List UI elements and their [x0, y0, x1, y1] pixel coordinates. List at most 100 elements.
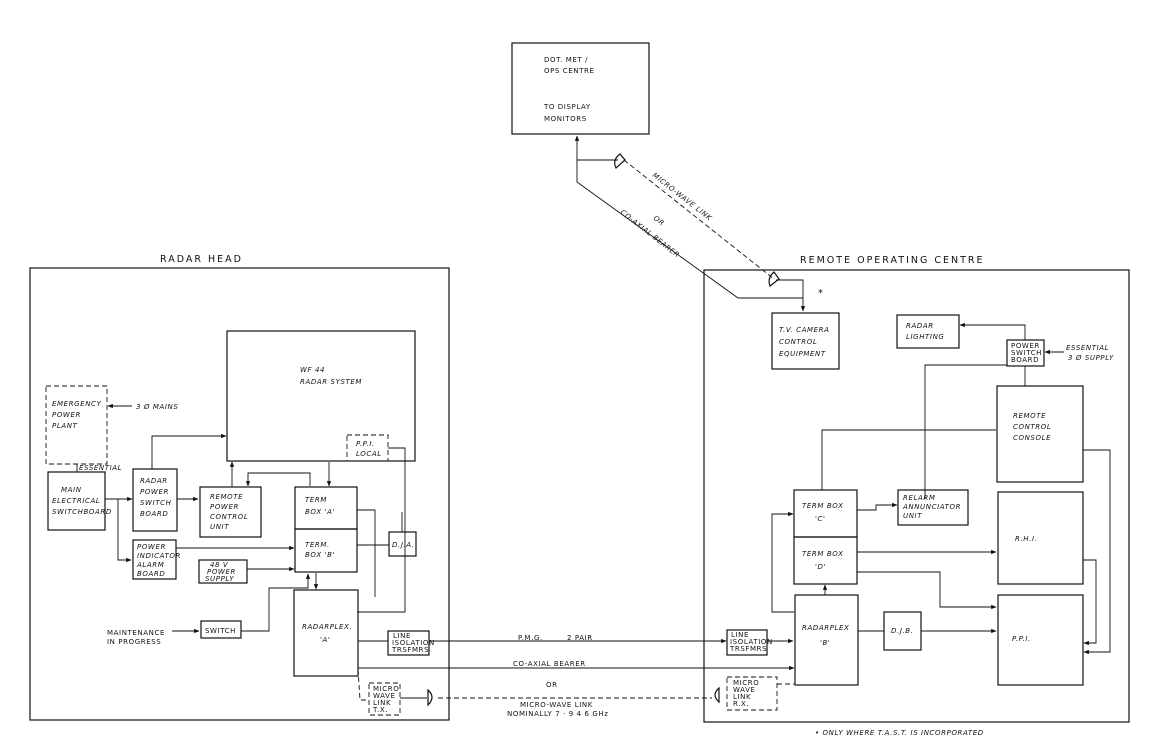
maintenance-label-line1: MAINTENANCE: [107, 629, 165, 637]
dish-antenna-remote-icon: [768, 271, 780, 287]
svg-text:TERM BOX: TERM BOX: [802, 502, 844, 510]
svg-text:WF 44: WF 44: [300, 366, 325, 374]
or-label-top: OR: [652, 214, 666, 227]
svg-text:ELECTRICAL: ELECTRICAL: [52, 497, 100, 505]
line-isolation-remote-box: LINE ISOLATION TRSFMRS: [726, 629, 773, 656]
svg-text:ANNUNCIATOR: ANNUNCIATOR: [902, 503, 961, 511]
svg-text:POWER: POWER: [52, 411, 81, 419]
svg-text:LINK: LINK: [733, 693, 751, 701]
switch-to-term-b: [241, 573, 311, 632]
svg-text:CONSOLE: CONSOLE: [1013, 434, 1051, 442]
svg-text:UNIT: UNIT: [903, 512, 922, 520]
svg-text:BOARD: BOARD: [140, 510, 168, 518]
term-a-right: [357, 509, 376, 597]
svg-text:POWER: POWER: [1011, 342, 1040, 350]
remote-control-console-box: REMOTE CONTROL CONSOLE: [996, 385, 1084, 483]
svg-text:ISOLATION: ISOLATION: [730, 638, 773, 646]
main-switchboard-box: MAIN ELECTRICAL SWITCHBOARD: [47, 471, 111, 531]
line-isolation-radar-head-box: LINE ISOLATION TRSFMRS: [387, 630, 435, 656]
svg-text:PLANT: PLANT: [52, 422, 78, 430]
radarplex-a-box: RADARPLEX. 'A': [293, 589, 359, 677]
svg-text:D.J.B.: D.J.B.: [891, 627, 914, 635]
term-c-to-relarm: [857, 502, 898, 511]
svg-text:MAIN: MAIN: [61, 486, 82, 494]
svg-text:MONITORS: MONITORS: [544, 115, 587, 123]
svg-text:TRSFMRS: TRSFMRS: [391, 646, 429, 654]
microwave-link-dashed: [623, 159, 775, 280]
svg-text:SWITCH: SWITCH: [1011, 349, 1042, 357]
remote-centre-frame: [703, 269, 1130, 723]
power-indicator-alarm-board-box: POWER INDICATOR ALARM BOARD: [132, 539, 181, 580]
term-a-to-rpcu: [245, 472, 311, 487]
switch-box: SWITCH: [200, 620, 242, 639]
rhi-display-box: R.H.I.: [997, 491, 1084, 585]
svg-text:MICRO: MICRO: [373, 685, 399, 693]
ppi-local-right: [357, 447, 406, 613]
ppi-display-box: P.P.I.: [997, 594, 1084, 686]
svg-text:RELARM: RELARM: [903, 494, 935, 502]
term-d-to-ppi: [857, 571, 997, 610]
svg-text:T.X.: T.X.: [372, 706, 388, 714]
svg-text:CONTROL: CONTROL: [779, 338, 817, 346]
svg-text:TERM.: TERM.: [305, 541, 330, 549]
radar-power-switch-board-box: RADAR POWER SWITCH BOARD: [132, 468, 178, 532]
tv-camera-control-equipment-box: T.V. CAMERA CONTROL EQUIPMENT: [771, 312, 840, 370]
microwave-link-label-bottom: MICRO-WAVE LINK: [520, 701, 593, 709]
svg-text:INDICATOR: INDICATOR: [137, 552, 181, 560]
radarplex-b-box: RADARPLEX 'B': [794, 594, 859, 686]
svg-text:'C': 'C': [815, 515, 826, 523]
svg-text:POWER: POWER: [207, 568, 236, 576]
essential-supply-label-2: 3 Ø SUPPLY: [1068, 354, 1114, 362]
psb-to-radar-lighting: [959, 322, 1026, 340]
dish-antenna-tx-icon: [427, 688, 433, 707]
coaxial-bearer-label-top: CO-AXIAL BEARER: [619, 208, 681, 259]
svg-text:RADARPLEX: RADARPLEX: [802, 624, 849, 632]
power-switch-board-remote-box: POWER SWITCH BOARD: [1006, 339, 1045, 367]
rhi-to-ppi: [1083, 559, 1097, 646]
svg-text:'B': 'B': [820, 639, 830, 647]
svg-text:ISOLATION: ISOLATION: [392, 639, 435, 647]
essential-supply-label-1: ESSENTIAL: [1066, 344, 1109, 352]
term-box-d: TERM BOX 'D': [793, 536, 858, 585]
svg-text:TERM BOX: TERM BOX: [802, 550, 844, 558]
emergency-power-plant-box: EMERGENCY POWER PLANT: [45, 385, 108, 465]
svg-text:P.P.I.: P.P.I.: [1012, 635, 1031, 643]
svg-text:TRSFMRS: TRSFMRS: [729, 645, 767, 653]
svg-text:SUPPLY: SUPPLY: [205, 575, 234, 583]
tast-asterisk: *: [818, 288, 824, 299]
console-to-term-c: [821, 429, 996, 490]
svg-text:T.V. CAMERA: T.V. CAMERA: [779, 326, 830, 334]
dish-antenna-top-icon: [614, 153, 626, 169]
svg-text:POWER: POWER: [137, 543, 166, 551]
ppi-local-box: P.P.I. LOCAL: [346, 434, 389, 462]
svg-text:LIGHTING: LIGHTING: [906, 333, 944, 341]
microwave-link-tx-box: MICRO WAVE LINK T.X.: [368, 682, 401, 716]
svg-text:CONTROL: CONTROL: [210, 513, 248, 521]
djb-box: D.J.B.: [883, 611, 922, 651]
svg-text:P.P.I.: P.P.I.: [356, 440, 375, 448]
svg-text:OPS CENTRE: OPS CENTRE: [544, 67, 595, 75]
two-pair-label: 2 PAIR: [567, 634, 593, 642]
svg-text:SWITCH: SWITCH: [205, 627, 236, 635]
svg-text:LINE: LINE: [731, 631, 749, 639]
svg-text:BOX 'B': BOX 'B': [305, 551, 335, 559]
main-to-power-indicator: [117, 499, 132, 563]
footnote-tast: • ONLY WHERE T.A.S.T. IS INCORPORATED: [815, 729, 984, 737]
console-right-down: [1083, 449, 1111, 655]
svg-text:D.J.A.: D.J.A.: [392, 541, 415, 549]
coaxial-path-ops: [574, 135, 806, 312]
remote-operating-centre-title: REMOTE OPERATING CENTRE: [800, 255, 985, 266]
svg-text:WAVE: WAVE: [733, 686, 756, 694]
svg-text:BOARD: BOARD: [137, 570, 165, 578]
microwave-link-rx-box: MICRO WAVE LINK R.X.: [726, 676, 778, 711]
term-box-b: TERM. BOX 'B': [294, 528, 358, 573]
svg-text:REMOTE: REMOTE: [210, 493, 243, 501]
radar-head-title: RADAR HEAD: [160, 254, 243, 265]
three-phase-mains-label: 3 Ø MAINS: [136, 403, 178, 411]
svg-text:LINK: LINK: [373, 699, 391, 707]
term-box-c: TERM BOX 'C': [793, 489, 858, 538]
svg-text:BOX 'A': BOX 'A': [305, 508, 335, 516]
pmg-label: P.M.G.: [518, 634, 543, 642]
svg-text:POWER: POWER: [140, 488, 169, 496]
dja-box: D.J.A.: [388, 531, 417, 557]
